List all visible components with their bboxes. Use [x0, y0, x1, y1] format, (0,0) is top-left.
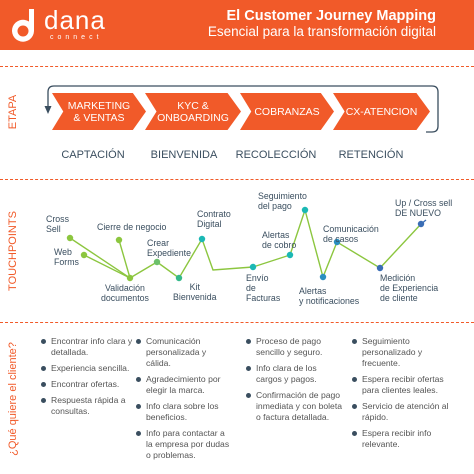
bullet-icon	[352, 377, 357, 382]
stage-chevron-marketing: MARKETING & VENTAS	[52, 93, 146, 130]
bullet-icon	[246, 366, 251, 371]
bullet-icon	[136, 404, 141, 409]
list-item: Confirmación de pago inmediata y con bol…	[246, 390, 342, 423]
bullet-icon	[352, 431, 357, 436]
touchpoint-validacion: Validación documentos	[101, 283, 149, 303]
dot-web-forms	[80, 251, 88, 259]
wants-column-captacion: Encontrar info clara y detallada. Experi…	[41, 336, 135, 422]
list-item: Espera recibir info relevante.	[352, 428, 452, 450]
page-subtitle: Esencial para la transformación digital	[207, 24, 436, 39]
touchpoint-upsell: Up / Cross sell DE NUEVO	[395, 198, 453, 218]
brand-tagline: connect	[50, 34, 103, 41]
stage-name-retencion: RETENCIÓN	[338, 149, 404, 161]
dot-seguimiento	[301, 206, 309, 214]
touchpoint-alertas-notif: Alertas y notificaciones	[299, 286, 360, 306]
stage-chevron-cobranzas: COBRANZAS	[240, 93, 334, 130]
touchpoint-medicion: Medición de Experiencia de cliente	[380, 273, 439, 303]
bullet-icon	[246, 393, 251, 398]
touchpoint-contrato: Contrato Digital	[197, 209, 231, 229]
dana-logo-icon	[12, 9, 34, 42]
bullet-icon	[136, 339, 141, 344]
list-item: Proceso de pago sencillo y seguro.	[246, 336, 342, 358]
dot-kit	[175, 274, 183, 282]
list-item: Comunicación personalizada y cálida.	[136, 336, 232, 369]
header-banner: dana connect El Customer Journey Mapping…	[0, 0, 474, 50]
touchpoint-crear-expediente: Crear Expediente	[147, 238, 192, 258]
touchpoint-web-forms: Web Forms	[54, 247, 79, 267]
dot-medicion	[376, 264, 384, 272]
list-item: Servicio de atención al rápido.	[352, 401, 452, 423]
stage-name-bienvenida: BIENVENIDA	[150, 149, 218, 161]
dot-upsell	[417, 220, 425, 228]
list-item: Info clara sobre los beneficios.	[136, 401, 232, 423]
dot-contrato	[198, 235, 206, 243]
list-item: Espera recibir ofertas para clientes lea…	[352, 374, 452, 396]
dot-validacion	[126, 274, 134, 282]
list-item: Info para contactar a la empresa por dud…	[136, 428, 232, 461]
touchpoint-dots	[66, 206, 425, 282]
touchpoint-kit: Kit Bienvenida	[173, 282, 217, 302]
touchpoint-comunicacion: Comunicación de casos	[323, 224, 379, 244]
bullet-icon	[352, 404, 357, 409]
bullet-icon	[41, 339, 46, 344]
dot-cross-sell	[66, 234, 74, 242]
touchpoint-alertas-cobro: Alertas de cobro	[262, 230, 297, 250]
dot-cierre	[115, 236, 123, 244]
dot-crear-expediente	[153, 258, 161, 266]
stage-name-captacion: CAPTACIÓN	[61, 149, 125, 161]
divider-middle	[0, 179, 474, 180]
list-item: Experiencia sencilla.	[41, 363, 135, 374]
wants-column-retencion: Seguimiento personalizado y frecuente. E…	[352, 336, 452, 455]
wants-column-recoleccion: Proceso de pago sencillo y seguro. Info …	[246, 336, 342, 428]
list-item: Info clara de los cargos y pagos.	[246, 363, 342, 385]
touchpoint-cierre: Cierre de negocio	[97, 222, 167, 232]
page-title: El Customer Journey Mapping	[226, 8, 436, 24]
bullet-icon	[41, 398, 46, 403]
list-item: Respuesta rápida a consultas.	[41, 395, 135, 417]
list-item: Agradecimiento por elegir la marca.	[136, 374, 232, 396]
list-item: Seguimiento personalizado y frecuente.	[352, 336, 452, 369]
touchpoint-cross-sell: Cross Sell	[46, 214, 69, 234]
touchpoint-envio: Envío de Facturas	[246, 273, 281, 303]
touchpoint-seguimiento: Seguimiento del pago	[258, 191, 307, 211]
bullet-icon	[41, 382, 46, 387]
divider-top	[0, 66, 474, 67]
bullet-icon	[136, 431, 141, 436]
dot-envio	[249, 263, 257, 271]
wants-column-bienvenida: Comunicación personalizada y cálida. Agr…	[136, 336, 232, 466]
bullet-icon	[41, 366, 46, 371]
brand-name: dana	[44, 5, 106, 35]
list-item: Encontrar info clara y detallada.	[41, 336, 135, 358]
dot-comunicacion	[333, 238, 341, 246]
stage-chevron-kyc: KYC & ONBOARDING	[145, 93, 241, 130]
dot-alertas-cobro	[286, 251, 294, 259]
bullet-icon	[246, 339, 251, 344]
stage-chevron-cx: CX-ATENCION	[333, 93, 430, 130]
bullet-icon	[352, 339, 357, 344]
divider-bottom	[0, 322, 474, 323]
stage-name-recoleccion: RECOLECCIÓN	[235, 149, 317, 161]
bullet-icon	[136, 377, 141, 382]
dot-alertas-notif	[319, 273, 327, 281]
list-item: Encontrar ofertas.	[41, 379, 135, 390]
